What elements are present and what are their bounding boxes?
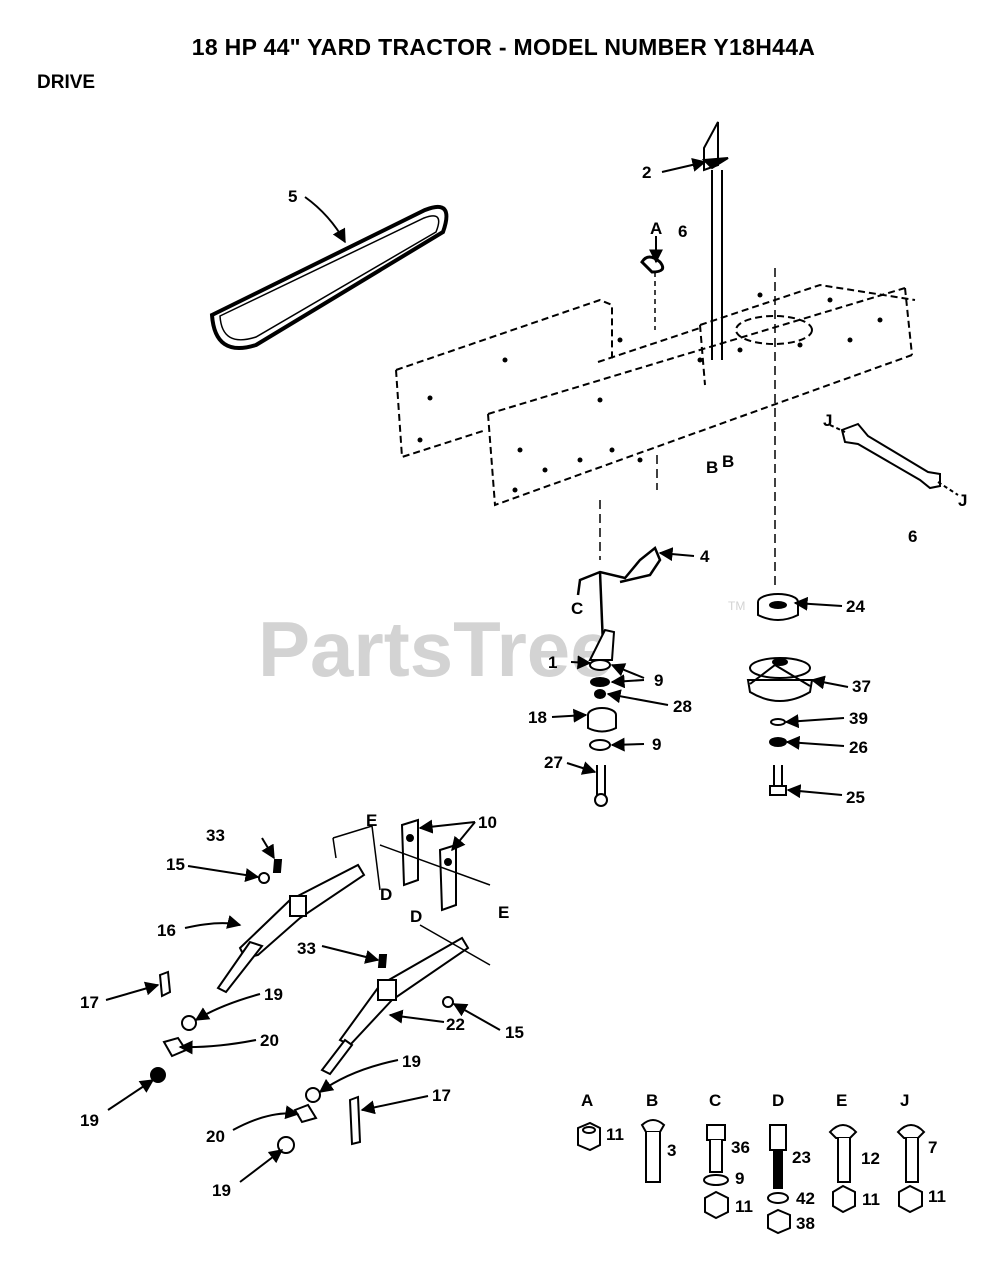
key-D-part-23: 23: [792, 1148, 811, 1167]
small-hardware-lower: [150, 859, 454, 1154]
leader-lines: [105, 158, 849, 1183]
callout-19-b: 19: [80, 1111, 99, 1130]
watermark-text: PartsTree: [258, 605, 614, 693]
key-letter-B: B: [646, 1091, 658, 1110]
callout-9-upper: 9: [654, 671, 663, 690]
callout-15-upper: 15: [166, 855, 185, 874]
reference-letters: A B B C D D E E J J: [366, 219, 967, 926]
frame-holes: [417, 292, 883, 493]
key-letter-A: A: [581, 1091, 593, 1110]
key-letter-E: E: [836, 1091, 847, 1110]
ref-C: C: [571, 599, 583, 618]
key-C-part-11: 11: [735, 1197, 753, 1216]
callout-20-lower: 20: [206, 1127, 225, 1146]
clip-8: [640, 255, 665, 330]
callout-33-upper: 33: [206, 826, 225, 845]
callout-39: 39: [849, 709, 868, 728]
key-letter-J: J: [900, 1091, 909, 1110]
callout-20-upper: 20: [260, 1031, 279, 1050]
ref-E-1: E: [366, 811, 377, 830]
brackets-10: [400, 818, 457, 912]
callout-33-lower: 33: [297, 939, 316, 958]
pulley-stack: [746, 593, 814, 796]
drive-belt: [209, 204, 449, 351]
ref-B-1: B: [706, 458, 718, 477]
callout-6: 6: [908, 527, 917, 546]
ref-J-1: J: [823, 411, 832, 430]
key-J-part-7: 7: [928, 1138, 937, 1157]
ref-D-2: D: [410, 907, 422, 926]
callout-labels: 5 2 6 4 6 24 1 9 28 18 9 27 37 39 26 25 …: [80, 163, 917, 1200]
ref-A: A: [650, 219, 662, 238]
pedal-arm-22: [320, 924, 491, 1076]
callout-19-d: 19: [212, 1181, 231, 1200]
callout-15-lower: 15: [505, 1023, 524, 1042]
key-D-part-38: 38: [796, 1214, 815, 1233]
frame-chassis: [395, 283, 916, 507]
callout-19-a: 19: [264, 985, 283, 1004]
alignment-lines: [599, 268, 776, 590]
watermark-trademark: TM: [728, 599, 745, 613]
callout-5: 5: [288, 187, 297, 206]
callout-17-left: 17: [80, 993, 99, 1012]
clutch-rod: [701, 121, 729, 360]
callout-9-lower: 9: [652, 735, 661, 754]
callout-28: 28: [673, 697, 692, 716]
callout-19-c: 19: [402, 1052, 421, 1071]
ref-J-2: J: [958, 491, 967, 510]
hardware-key-icons: [577, 1119, 926, 1235]
key-E-part-12: 12: [861, 1149, 880, 1168]
key-J-part-11: 11: [928, 1187, 946, 1206]
callout-4: 4: [700, 547, 710, 566]
callout-10: 10: [478, 813, 497, 832]
key-D-part-42: 42: [796, 1189, 815, 1208]
ref-D-1: D: [380, 885, 392, 904]
callout-16: 16: [157, 921, 176, 940]
callout-18: 18: [528, 708, 547, 727]
ref-E-2: E: [498, 903, 509, 922]
callout-22: 22: [446, 1015, 465, 1034]
key-letter-C: C: [709, 1091, 721, 1110]
key-B-part-3: 3: [667, 1141, 676, 1160]
callout-24: 24: [846, 597, 865, 616]
callout-27: 27: [544, 753, 563, 772]
callout-37: 37: [852, 677, 871, 696]
callout-26: 26: [849, 738, 868, 757]
callout-25: 25: [846, 788, 865, 807]
callout-1: 1: [548, 653, 557, 672]
key-E-part-11: 11: [862, 1190, 880, 1209]
idler-stack: [587, 659, 617, 807]
panel-outline: [332, 825, 491, 891]
page-title: 18 HP 44" YARD TRACTOR - MODEL NUMBER Y1…: [191, 34, 816, 60]
key-C-part-9: 9: [735, 1169, 744, 1188]
section-heading: DRIVE: [37, 72, 96, 93]
callout-2: 2: [642, 163, 651, 182]
hardware-key: A B C D E J 11 3 36 9 11 23 42 38 12 11 …: [581, 1091, 946, 1233]
ref-B-2: B: [722, 452, 734, 471]
key-letter-D: D: [772, 1091, 784, 1110]
key-C-part-36: 36: [731, 1138, 750, 1157]
key-A-part-11: 11: [606, 1125, 624, 1144]
pedal-arm-16: [216, 863, 366, 994]
callout-8: 6: [678, 222, 687, 241]
brace-6: [829, 422, 959, 496]
callout-17-right: 17: [432, 1086, 451, 1105]
